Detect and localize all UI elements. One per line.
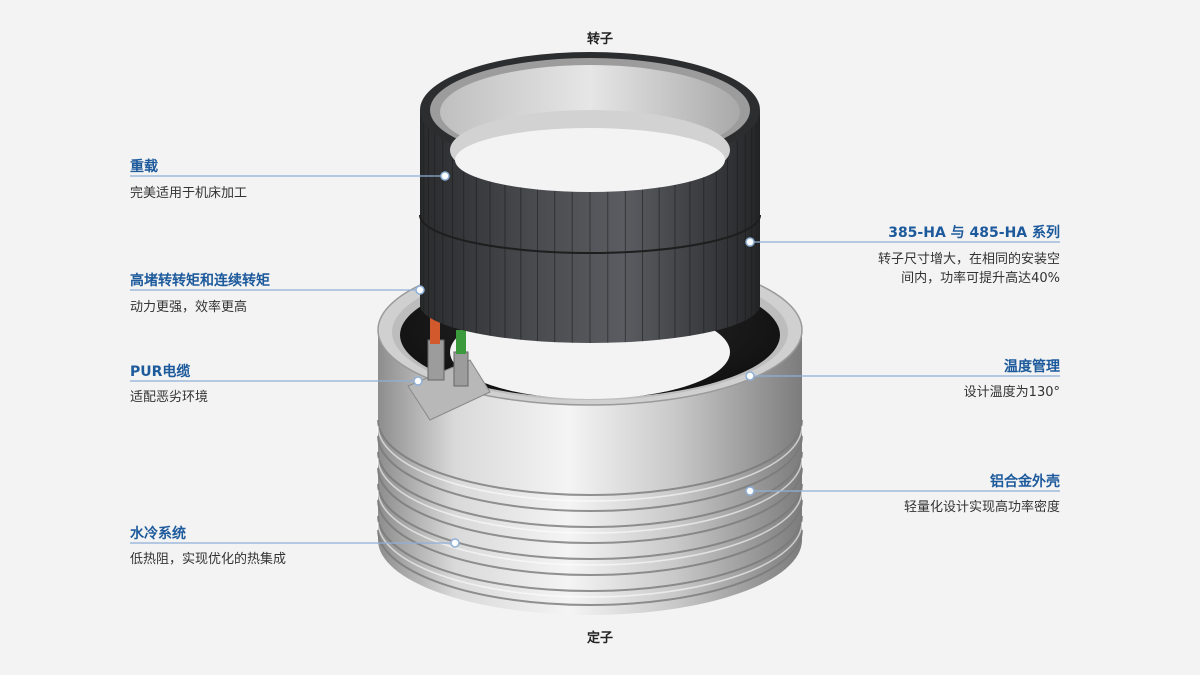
heavy-load-title: 重载	[130, 159, 158, 175]
dot-series	[745, 237, 755, 247]
dot-heavy-load	[440, 171, 450, 181]
series-desc-line2: 间内，功率可提升高达40%	[901, 271, 1060, 286]
temperature-desc: 设计温度为130°	[963, 385, 1060, 400]
series-title: 385-HA 与 485-HA 系列	[888, 225, 1060, 241]
rotor	[419, 52, 761, 343]
cable-title: PUR电缆	[130, 364, 191, 380]
cooling-desc: 低热阻，实现优化的热集成	[130, 552, 287, 567]
stator-label: 定子	[586, 631, 613, 646]
dot-cable	[413, 376, 423, 386]
torque-desc: 动力更强，效率更高	[130, 300, 248, 315]
temperature-title: 温度管理	[1004, 359, 1060, 375]
housing-desc: 轻量化设计实现高功率密度	[903, 500, 1060, 515]
dot-torque	[415, 285, 425, 295]
cable-gland	[407, 318, 491, 421]
cooling-title: 水冷系统	[130, 526, 186, 542]
dot-cooling	[450, 538, 460, 548]
series-desc-line1: 转子尺寸增大，在相同的安装空	[877, 252, 1060, 267]
dot-housing	[745, 486, 755, 496]
torque-title: 高堵转转矩和连续转矩	[130, 273, 270, 289]
rotor-label: 转子	[586, 32, 613, 47]
cable-desc: 适配恶劣环境	[130, 390, 209, 405]
dot-temperature	[745, 371, 755, 381]
heavy-load-desc: 完美适用于机床加工	[130, 186, 248, 201]
housing-title: 铝合金外壳	[990, 474, 1060, 490]
